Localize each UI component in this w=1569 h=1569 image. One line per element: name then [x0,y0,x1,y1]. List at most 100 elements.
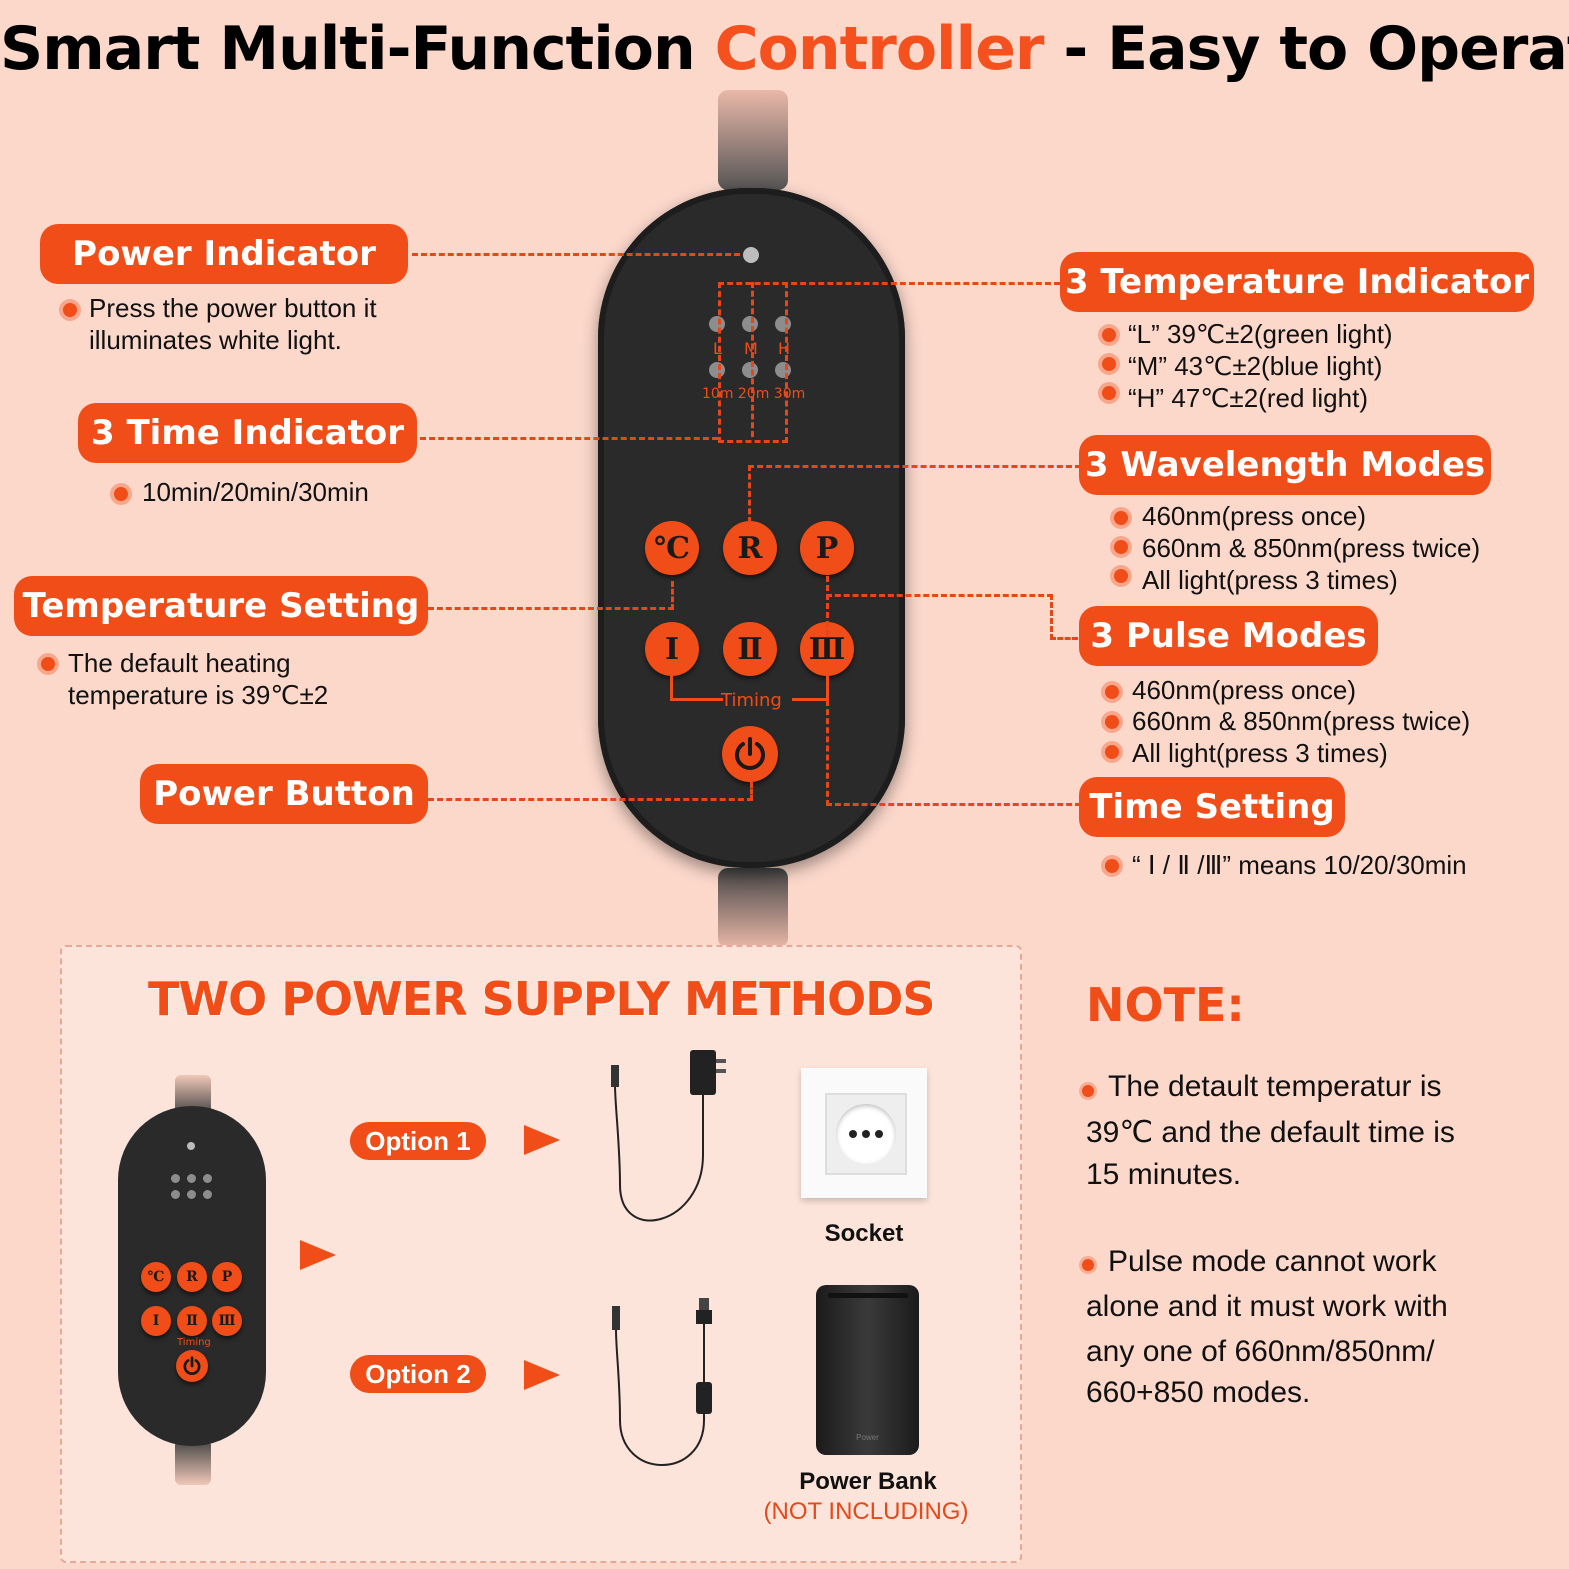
bullet-icon [1114,511,1128,525]
power-bank-label: Power Bank [799,1468,937,1495]
mini-led [187,1190,196,1199]
pulse-modes-label: 3 Pulse Modes [1079,606,1378,666]
mini-led [203,1190,212,1199]
note-2-line-1: Pulse mode cannot work [1108,1245,1437,1278]
power-bank-note: (NOT INCLUDING) [763,1498,969,1525]
note-heading: NOTE: [1086,978,1245,1032]
time-led-20 [742,362,758,378]
arrow-icon [300,1240,336,1270]
power-bank-brand: Power [856,1433,879,1442]
connector-pulse-b [826,594,1053,640]
time-setting-label: Time Setting [1079,777,1345,837]
connector-time-setting [826,700,1081,806]
mini-led [187,1174,196,1183]
mini-timing-3: Ⅲ [212,1306,242,1336]
arrow-icon [524,1360,560,1390]
cable-top [718,90,788,190]
wavelength-mode-3: All light(press 3 times) [1142,565,1398,595]
bullet-icon [114,487,128,501]
supply-title: TWO POWER SUPPLY METHODS [148,972,936,1026]
temperature-button[interactable]: ℃ [645,521,699,575]
r-wavelength-button[interactable]: R [723,521,777,575]
connector-pulse-c [1050,637,1078,640]
power-indicator-label: Power Indicator [40,224,408,284]
led-bracket-mid [751,282,754,437]
note-2-line-4: 660+850 modes. [1086,1376,1311,1409]
wall-adapter-cable-icon [611,1050,726,1222]
temperature-indicator-label: 3 Temperature Indicator [1060,252,1534,312]
mini-cable-bottom [175,1440,211,1485]
mini-temperature-button: ℃ [141,1262,171,1292]
pulse-mode-1: 460nm(press once) [1132,675,1356,705]
time-setting-desc: “ Ⅰ / Ⅱ /Ⅲ” means 10/20/30min [1132,850,1467,880]
option-2-badge: Option 2 [350,1355,486,1393]
bullet-icon [1082,1085,1094,1097]
timing-button-1[interactable]: Ⅰ [645,622,699,676]
mini-led [203,1174,212,1183]
p-pulse-button[interactable]: P [800,521,854,575]
connector-temperature-setting [428,581,674,610]
bullet-icon [1102,357,1116,371]
connector-power-indicator [412,253,740,256]
pulse-mode-3: All light(press 3 times) [1132,738,1388,768]
power-bank-icon: Power [816,1285,919,1455]
bullet-icon [1102,328,1116,342]
led-label-m: M [744,339,758,358]
mini-timing-1: Ⅰ [141,1306,171,1336]
power-icon [183,1356,201,1375]
power-indicator-desc-1: Press the power button it [89,293,377,323]
mini-power-button [176,1350,208,1382]
note-1-line-1: The detault temperatur is [1108,1070,1442,1103]
connector-time-indicator [420,437,718,440]
timing-bracket-left [670,676,723,701]
time-indicator-label: 3 Time Indicator [78,403,417,463]
mini-power-led [187,1142,195,1150]
timing-bracket-right [792,676,829,701]
socket-label: Socket [824,1220,904,1247]
temperature-setting-label: Temperature Setting [14,576,428,636]
option-1-badge: Option 1 [350,1122,486,1160]
mini-p-button: P [212,1262,242,1292]
bullet-icon [1105,685,1119,699]
wavelength-modes-label: 3 Wavelength Modes [1079,435,1491,495]
temperature-setting-desc-1: The default heating [68,648,291,678]
usb-cable-icon [612,1298,712,1466]
bullet-icon [41,657,55,671]
connector-pulse-a [826,576,1053,636]
temp-led-l [709,316,725,332]
temperature-indicator-h: “H” 47℃±2(red light) [1128,383,1368,413]
power-indicator-desc-2: illuminates white light. [89,325,342,355]
connector-power-button [428,782,753,801]
temp-led-m [742,316,758,332]
page-title: Smart Multi-Function Controller - Easy t… [0,14,1569,84]
bullet-icon [1105,745,1119,759]
led-label-l: L [713,339,722,358]
power-button[interactable] [722,726,778,782]
bullet-icon [1102,386,1116,400]
connector-temperature-indicator [782,282,1060,285]
cable-bottom [718,868,788,948]
wavelength-mode-2: 660nm & 850nm(press twice) [1142,533,1481,563]
time-indicator-desc: 10min/20min/30min [142,477,369,507]
pulse-mode-2: 660nm & 850nm(press twice) [1132,706,1471,736]
timing-button-3[interactable]: Ⅲ [800,622,854,676]
note-1-line-3: 15 minutes. [1086,1158,1242,1191]
mini-timing-label: Timing [177,1337,211,1348]
mini-timing-2: Ⅱ [177,1306,207,1336]
mini-r-button: R [177,1262,207,1292]
timing-button-2[interactable]: Ⅱ [723,622,777,676]
power-indicator-led [743,247,759,263]
mini-led [171,1174,180,1183]
timing-label: Timing [721,690,782,711]
bullet-icon [1114,540,1128,554]
temperature-setting-desc-2: temperature is 39℃±2 [68,680,329,710]
bullet-icon [63,303,77,317]
time-led-10 [709,362,725,378]
power-icon [735,737,765,770]
temperature-indicator-m: “M” 43℃±2(blue light) [1128,351,1383,381]
temperature-indicator-l: “L” 39℃±2(green light) [1128,319,1393,349]
wavelength-mode-1: 460nm(press once) [1142,501,1366,531]
note-2-line-3: any one of 660nm/850nm/ [1086,1335,1435,1368]
power-button-label: Power Button [140,764,428,824]
socket-icon [801,1068,927,1198]
